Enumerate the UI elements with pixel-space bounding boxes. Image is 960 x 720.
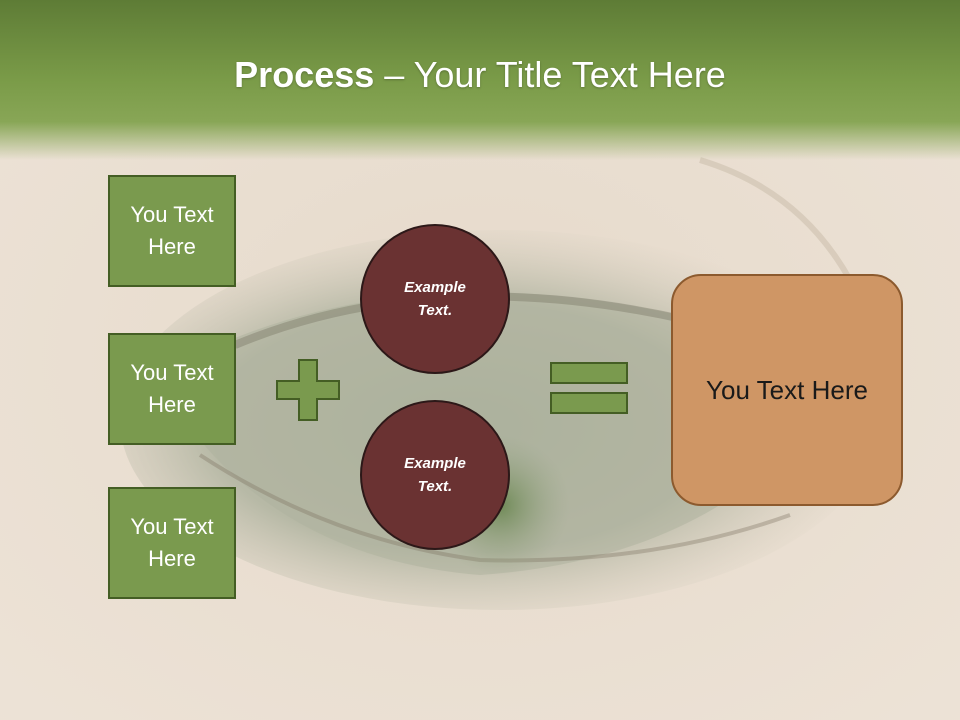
title-bold: Process: [234, 54, 375, 95]
circle-label: Example Text.: [404, 279, 466, 319]
text-box-label: You Text Here: [130, 514, 214, 571]
text-box-label: You Text Here: [130, 202, 214, 259]
plus-icon: [276, 359, 340, 421]
text-box-label: You Text Here: [130, 360, 214, 417]
example-circle-1[interactable]: Example Text.: [360, 224, 510, 374]
slide-title: Process – Your Title Text Here: [0, 50, 960, 100]
title-bar: [0, 0, 960, 160]
example-circle-2[interactable]: Example Text.: [360, 400, 510, 550]
text-box-2[interactable]: You Text Here: [108, 333, 236, 445]
circle-label: Example Text.: [404, 455, 466, 495]
text-box-1[interactable]: You Text Here: [108, 175, 236, 287]
equals-icon: [550, 362, 628, 414]
title-rest: – Your Title Text Here: [374, 54, 726, 95]
result-box[interactable]: You Text Here: [671, 274, 903, 506]
result-label: You Text Here: [706, 375, 868, 405]
text-box-3[interactable]: You Text Here: [108, 487, 236, 599]
